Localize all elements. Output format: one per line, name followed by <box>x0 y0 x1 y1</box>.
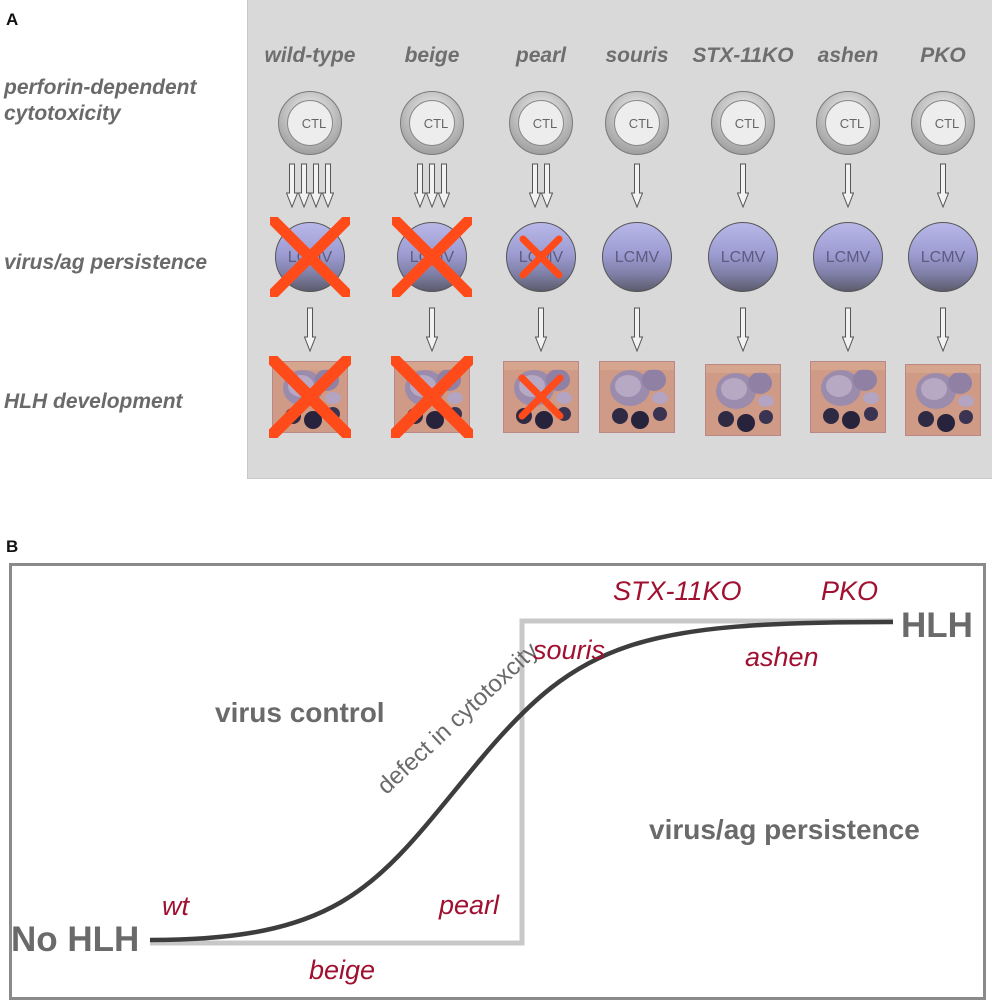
down-arrow-icon <box>303 307 317 353</box>
strain-name: ashen <box>817 44 879 67</box>
strain-name: beige <box>404 44 460 67</box>
ctl-cell: CTL <box>400 91 464 155</box>
row-label-hlh: HLH development <box>4 390 183 413</box>
lcmv-virus: LCMV <box>908 222 978 292</box>
down-arrow-icon <box>297 163 311 209</box>
down-arrow-icon <box>286 163 299 209</box>
cytotoxicity-arrows <box>414 163 450 209</box>
down-arrow-icon <box>437 163 450 209</box>
down-arrow-icon <box>321 163 334 209</box>
progression-arrow <box>534 307 548 353</box>
row-label-persistence: virus/ag persistence <box>4 251 208 274</box>
down-arrow-icon <box>414 163 427 209</box>
row-label-cytotoxicity-line2: cytotoxicity <box>4 102 121 125</box>
panel-b-frame <box>9 563 986 1000</box>
down-arrow-icon <box>631 163 643 209</box>
down-arrow-icon <box>630 307 644 353</box>
ctl-cell: CTL <box>278 91 342 155</box>
strain-name: souris <box>605 44 669 67</box>
cytotoxicity-arrows <box>937 163 949 209</box>
hlh-label: HLH <box>901 606 973 645</box>
ctl-label: CTL <box>518 100 564 146</box>
hlh-histology-image <box>599 361 675 433</box>
progression-arrow <box>303 307 317 353</box>
ctl-label: CTL <box>720 100 766 146</box>
ctl-label: CTL <box>287 100 333 146</box>
strain-name: pearl <box>515 44 567 67</box>
cytotoxicity-arrows <box>286 163 334 209</box>
strain-name: STX-11KO <box>692 44 794 67</box>
down-arrow-icon <box>842 163 854 209</box>
down-arrow-icon <box>937 163 949 209</box>
row-label-cytotoxicity-line1: perforin-dependent <box>4 76 197 99</box>
down-arrow-icon <box>534 307 548 353</box>
strain-label-wt: wt <box>162 891 189 921</box>
down-arrow-icon <box>309 163 323 209</box>
hlh-histology-image <box>810 361 886 433</box>
cytotoxicity-arrows <box>842 163 854 209</box>
lcmv-virus: LCMV <box>813 222 883 292</box>
ctl-cell: CTL <box>509 91 573 155</box>
strain-label-beige: beige <box>309 955 376 985</box>
ctl-label: CTL <box>825 100 871 146</box>
progression-arrow <box>841 307 855 353</box>
cytotoxicity-arrows <box>631 163 643 209</box>
row-label-cytotoxicity: perforin-dependent cytotoxicity <box>4 75 197 127</box>
ctl-cell: CTL <box>605 91 669 155</box>
strain-label-pko: PKO <box>821 576 879 606</box>
hlh-histology-image <box>705 364 781 436</box>
ctl-label: CTL <box>409 100 455 146</box>
down-arrow-icon <box>529 163 542 209</box>
down-arrow-icon <box>841 307 855 353</box>
strain-name: PKO <box>920 44 966 67</box>
down-arrow-icon <box>540 163 553 209</box>
strain-label-souris: souris <box>533 635 606 665</box>
down-arrow-icon <box>936 307 950 353</box>
ctl-label: CTL <box>920 100 966 146</box>
step-function-line <box>150 618 893 946</box>
down-arrow-icon <box>425 163 439 209</box>
virus-persistence-label: virus/ag persistence <box>649 814 920 845</box>
strain-label-ashen: ashen <box>745 642 819 672</box>
hlh-histology-image <box>905 364 981 436</box>
panel-a-letter: A <box>6 10 19 29</box>
strain-name: wild-type <box>264 44 356 67</box>
strain-label-stx11ko: STX-11KO <box>613 576 742 606</box>
sigmoid-curve <box>149 619 894 943</box>
ctl-cell: CTL <box>816 91 880 155</box>
down-arrow-icon <box>737 163 749 209</box>
ctl-cell: CTL <box>711 91 775 155</box>
lcmv-virus: LCMV <box>602 222 672 292</box>
virus-control-label: virus control <box>215 697 385 728</box>
progression-arrow <box>630 307 644 353</box>
ctl-cell: CTL <box>911 91 975 155</box>
cytotoxicity-arrows <box>737 163 749 209</box>
lcmv-virus: LCMV <box>708 222 778 292</box>
down-arrow-icon <box>736 307 750 353</box>
progression-arrow <box>736 307 750 353</box>
panel-b-letter: B <box>6 537 19 556</box>
strain-label-pearl: pearl <box>439 890 500 920</box>
cytotoxicity-arrows <box>529 163 553 209</box>
down-arrow-icon <box>425 307 439 353</box>
ctl-label: CTL <box>614 100 660 146</box>
no-hlh-label: No HLH <box>11 920 140 959</box>
progression-arrow <box>425 307 439 353</box>
progression-arrow <box>936 307 950 353</box>
